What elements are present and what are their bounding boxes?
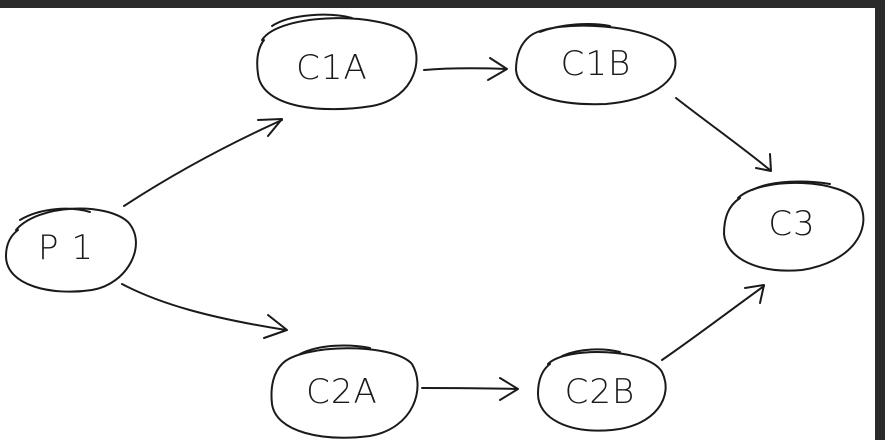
edge-p1-c2a [121, 283, 288, 339]
edge-c1a-c1b [423, 57, 508, 81]
edge-c2a-c2b [421, 377, 519, 401]
node-c3-label: C3 [768, 204, 815, 244]
edge-c1b-c3 [675, 97, 772, 172]
node-p1: P 1 [5, 207, 137, 293]
edge-p1-c1a [123, 118, 283, 207]
node-c2b: C2B [537, 348, 667, 432]
node-c1a-label: C1A [296, 48, 368, 88]
flow-diagram: P 1 C1A C1B C2A C2B [5, 13, 865, 439]
node-c3: C3 [723, 180, 865, 272]
whiteboard-canvas: P 1 C1A C1B C2A C2B [0, 8, 875, 440]
node-c1a: C1A [256, 13, 418, 111]
node-c1b: C1B [515, 23, 677, 106]
node-c2b-label: C2B [565, 372, 636, 412]
edges [121, 57, 772, 401]
node-c2a: C2A [270, 344, 419, 439]
node-c1b-label: C1B [561, 44, 632, 84]
edge-c2b-c3 [661, 284, 765, 361]
node-c2a-label: C2A [306, 372, 378, 412]
node-p1-label: P 1 [38, 228, 94, 268]
